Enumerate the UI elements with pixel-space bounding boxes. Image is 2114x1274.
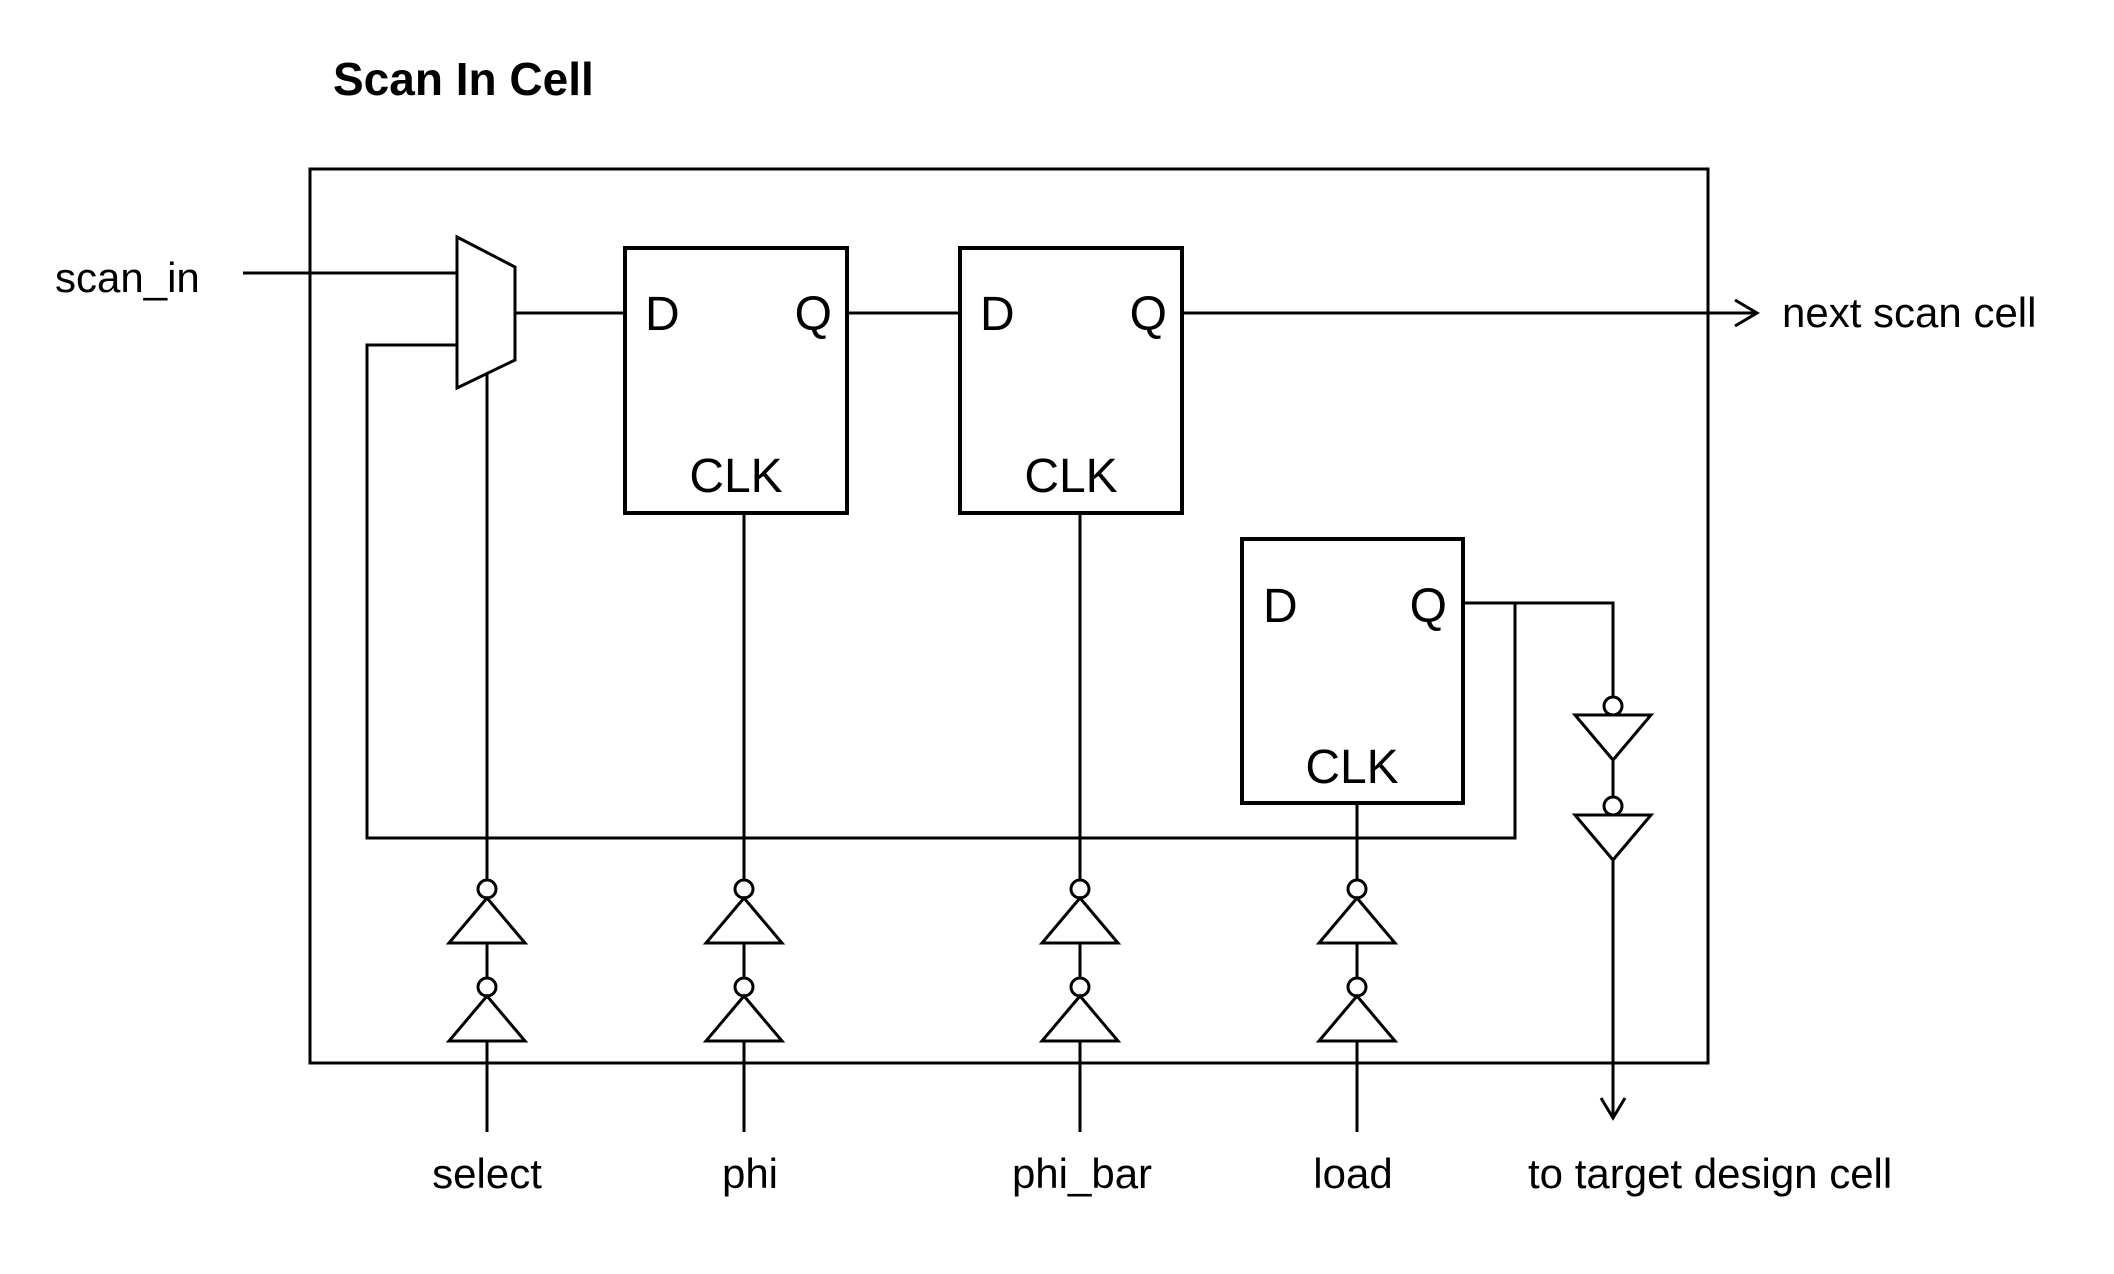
output-inverter-1-bubble-icon — [1602, 695, 1624, 717]
load-label: load — [1313, 1150, 1392, 1197]
q3-output-branch-wire — [1515, 601, 1615, 697]
ff3-d-label: D — [1263, 580, 1298, 633]
output-inverter-2-bubble-icon — [1602, 795, 1624, 817]
select-label: select — [432, 1150, 542, 1197]
mux — [455, 234, 517, 391]
phi-bar-inverter-1-icon — [1038, 895, 1122, 945]
ff3-clk-label: CLK — [1305, 741, 1398, 794]
ff2-clk-label: CLK — [1024, 450, 1117, 503]
ff2-q-label: Q — [1130, 288, 1167, 341]
ff2-d-label: D — [980, 288, 1015, 341]
feedback-wire — [365, 343, 1517, 840]
ff1-q-label: Q — [795, 288, 832, 341]
phi-inverter-1-icon — [702, 895, 786, 945]
phi-bar-inverter-2-icon — [1038, 993, 1122, 1043]
next-scan-cell-arrowhead-icon — [1734, 298, 1760, 328]
select-inverter-1-bubble-icon — [476, 878, 498, 900]
select-inverter-2-icon — [445, 993, 529, 1043]
flip-flop-3-box — [1240, 537, 1465, 805]
load-inverter-2-bubble-icon — [1346, 976, 1368, 998]
phi-bar-label: phi_bar — [1012, 1150, 1152, 1197]
diagram-title: Scan In Cell — [333, 53, 594, 105]
phi-inverter-2-bubble-icon — [733, 976, 755, 998]
flip-flop-1-box — [623, 246, 849, 515]
cell-boundary-box — [308, 167, 1710, 1065]
ff1-clk-label: CLK — [689, 450, 782, 503]
to-target-arrowhead-icon — [1599, 1097, 1627, 1121]
flip-flop-2-box — [958, 246, 1184, 515]
phi-inverter-2-icon — [702, 993, 786, 1043]
phi-bar-inverter-2-bubble-icon — [1069, 976, 1091, 998]
load-inverter-2-icon — [1315, 993, 1399, 1043]
ff1-d-label: D — [645, 288, 680, 341]
phi-inverter-1-bubble-icon — [733, 878, 755, 900]
load-inverter-1-icon — [1315, 895, 1399, 945]
scan-in-label: scan_in — [55, 254, 200, 301]
select-inverter-1-icon — [445, 895, 529, 945]
ff3-q-label: Q — [1410, 580, 1447, 633]
select-inverter-2-bubble-icon — [476, 976, 498, 998]
phi-label: phi — [722, 1150, 778, 1197]
to-target-design-cell-label: to target design cell — [1528, 1150, 1892, 1197]
phi-bar-inverter-1-bubble-icon — [1069, 878, 1091, 900]
output-inverter-1-icon — [1571, 713, 1655, 763]
output-inverter-2-icon — [1571, 813, 1655, 863]
load-inverter-1-bubble-icon — [1346, 878, 1368, 900]
next-scan-cell-label: next scan cell — [1782, 289, 2036, 336]
